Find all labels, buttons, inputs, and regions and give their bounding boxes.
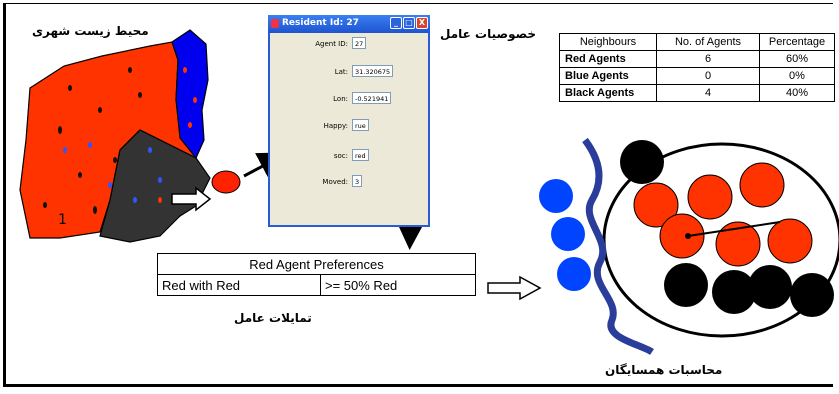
app-icon [271, 19, 279, 28]
column-header: No. of Agents [656, 33, 760, 51]
resident-dialog: Resident Id: 27 _ □ X Agent ID: 27 Lat: … [268, 15, 430, 227]
neighbor-calculation-label: محاسبات همسایگان [605, 363, 723, 377]
map-dark-region [99, 129, 211, 243]
map-blue-dots [63, 142, 162, 203]
field-value[interactable]: 31.320675 [352, 65, 394, 77]
field-value[interactable]: 27 [352, 37, 367, 49]
row-name: Blue Agents [559, 67, 657, 85]
maximize-button[interactable]: □ [403, 17, 415, 29]
agent-properties-label: خصوصیات عامل [440, 27, 537, 41]
field-value[interactable]: 3 [352, 175, 363, 187]
river [582, 137, 654, 356]
map-dots [43, 67, 142, 214]
preferences-title: Red Agent Preferences [157, 253, 476, 275]
map-number: 1 [58, 212, 67, 228]
agent-preferences-label: تمایلات عامل [234, 311, 312, 325]
field-label: Agent ID: [315, 40, 348, 48]
map-red-dots [158, 67, 197, 203]
row-percent: 60% [759, 50, 835, 68]
dialog-title: Resident Id: 27 [282, 18, 359, 28]
field-lon: Lon: -0.521941 [270, 92, 428, 106]
field-happy: Happy: rue [270, 119, 428, 133]
row-count: 0 [656, 67, 760, 85]
neighbours-table: Neighbours No. of Agents Percentage Red … [559, 33, 835, 102]
field-value[interactable]: red [352, 149, 369, 161]
minimize-button[interactable]: _ [390, 17, 402, 29]
red-agents [633, 162, 813, 267]
row-name: Black Agents [559, 84, 657, 102]
field-agent-id: Agent ID: 27 [270, 37, 428, 51]
dialog-titlebar: Resident Id: 27 _ □ X [268, 15, 430, 33]
field-label: soc: [333, 152, 348, 160]
table-header-row: Neighbours No. of Agents Percentage [559, 33, 835, 51]
row-count: 6 [656, 50, 760, 68]
table-row: Blue Agents 0 0% [559, 67, 835, 85]
preferences-rule-right: >= 50% Red [320, 274, 476, 296]
blue-agents [539, 179, 591, 291]
column-header: Neighbours [559, 33, 657, 51]
row-name: Red Agents [559, 50, 657, 68]
hollow-arrow-neighborhood [487, 275, 542, 301]
column-header: Percentage [759, 33, 835, 51]
field-label: Lon: [333, 95, 348, 103]
neighborhood-illustration [539, 137, 839, 356]
row-count: 4 [656, 84, 760, 102]
table-row: Red Agents 6 60% [559, 50, 835, 68]
hollow-arrow-map [171, 186, 212, 212]
urban-map: 1 [19, 29, 211, 243]
close-button[interactable]: X [416, 17, 428, 29]
frame-border [3, 3, 833, 387]
preferences-table: Red Agent Preferences Red with Red >= 50… [157, 253, 476, 296]
red-agent-marker [211, 170, 241, 194]
field-soc: soc: red [270, 149, 428, 163]
preferences-rule-left: Red with Red [157, 274, 321, 296]
row-percent: 0% [759, 67, 835, 85]
field-moved: Moved: 3 [270, 175, 428, 189]
urban-environment-label: محیط زیست شهری [32, 24, 149, 38]
field-lat: Lat: 31.320675 [270, 65, 428, 79]
field-value[interactable]: rue [352, 119, 369, 131]
field-label: Lat: [334, 68, 348, 76]
map-blue-region [171, 29, 209, 160]
field-value[interactable]: -0.521941 [352, 92, 392, 104]
black-agents [620, 140, 834, 317]
field-label: Moved: [322, 178, 348, 186]
row-percent: 40% [759, 84, 835, 102]
table-row: Black Agents 4 40% [559, 84, 835, 102]
field-label: Happy: [323, 122, 348, 130]
radius-line [687, 221, 781, 237]
